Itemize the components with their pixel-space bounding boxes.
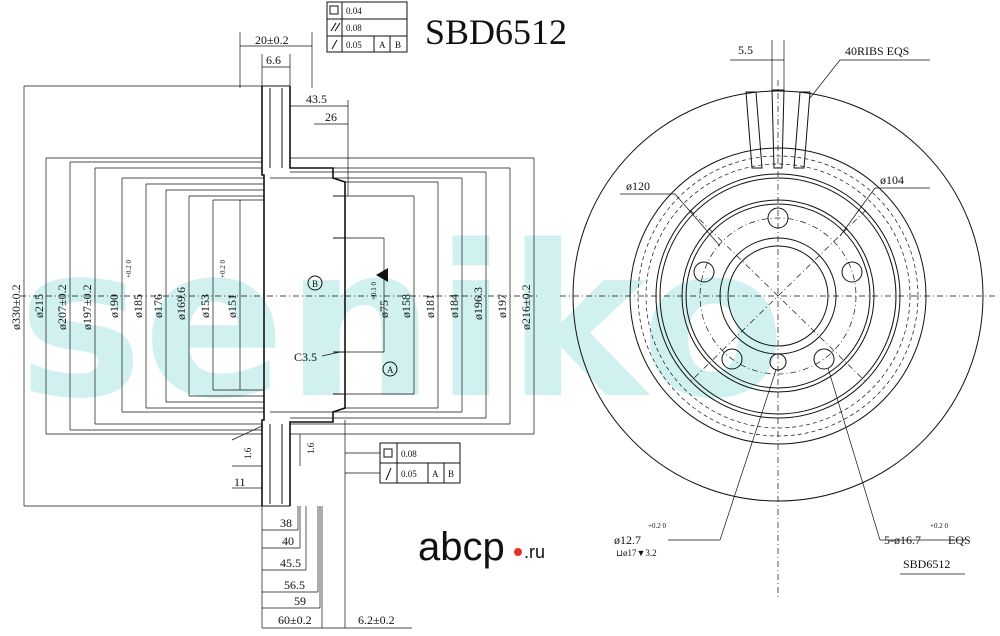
bolt-hole — [813, 348, 835, 370]
dim-width-small: 6.6 — [266, 53, 281, 67]
dim-d169-6: ø169.6 — [174, 287, 188, 320]
dim-56-5: 56.5 — [284, 578, 305, 592]
flatness-value-bottom: 0.08 — [401, 449, 417, 459]
runout-icon-bottom — [385, 467, 392, 481]
bolt-hole — [841, 261, 863, 283]
dim-d185: ø185 — [131, 294, 145, 318]
tolerance-frame-top: 0.04 0.08 0.05 A B — [326, 1, 408, 53]
datum-a-ref-bottom: A — [432, 469, 439, 479]
flatness-icon-bottom — [383, 448, 393, 458]
left-diameter-dims: ø330±0.2 ø215 ø207±0.2 ø197±0.2 ø190 ø18… — [9, 85, 264, 507]
datum-b-ref-bottom: B — [448, 469, 454, 479]
dim-d184: ø184 — [447, 294, 461, 318]
dim-6-2: 6.2±0.2 — [358, 613, 395, 627]
abcp-logo: abcp .ru — [418, 525, 545, 569]
datum-b-marker — [307, 275, 323, 291]
holes-big-suffix: EQS — [948, 533, 971, 547]
tol-d151: +0.2 0 — [219, 260, 227, 278]
holes-big-tol: +0.2 0 — [930, 522, 948, 530]
dim-40: 40 — [282, 534, 294, 548]
hole-small-tol: +0.2 0 — [648, 522, 666, 530]
dim-rib-width: 5.5 — [738, 43, 753, 57]
tol-d75: +0.1 0 — [370, 282, 378, 300]
dim-d176: ø176 — [151, 294, 165, 318]
parallelism-icon — [330, 22, 337, 32]
dim-d75: ø75 — [377, 300, 391, 318]
dim-d330: ø330±0.2 — [9, 284, 23, 330]
dim-43-5: 43.5 — [306, 92, 327, 106]
dim-d207: ø207±0.2 — [55, 284, 69, 330]
dim-d120: ø120 — [626, 179, 650, 193]
holes-big-label: 5-ø16.7 — [884, 533, 921, 547]
bolt-hole — [721, 348, 743, 370]
dim-59: 59 — [294, 594, 306, 608]
runout-value: 0.05 — [346, 40, 362, 50]
dim-60: 60±0.2 — [278, 613, 312, 627]
dim-45-5: 45.5 — [280, 556, 301, 570]
dim-d153: ø153 — [198, 294, 212, 318]
right-diameter-dims: ø75 +0.1 0 ø158 ø181 ø184 ø196.3 ø197 ø2… — [290, 157, 535, 435]
dim-d104: ø104 — [880, 173, 904, 187]
bottom-dimensions: 38 40 45.5 56.5 59 60±0.2 6.2±0.2 — [261, 420, 412, 629]
datum-a-label: A — [387, 365, 394, 375]
bolt-hole — [693, 261, 715, 283]
flatness-icon — [329, 5, 339, 15]
datum-a-marker — [382, 361, 398, 377]
dim-d216: ø216±0.2 — [519, 284, 533, 330]
ribs-note: 40RIBS EQS — [845, 44, 909, 58]
dim-d197: ø197 — [495, 294, 509, 318]
dim-d196-3: ø196.3 — [471, 287, 485, 320]
dim-d197: ø197±0.2 — [80, 284, 94, 330]
logo-text: abcp — [418, 525, 505, 569]
part-title: SBD6512 — [425, 12, 567, 52]
datum-arrow-icon — [376, 268, 388, 282]
dim-38: 38 — [280, 516, 292, 530]
angle-label-right: 1.6 — [306, 442, 316, 454]
flatness-value: 0.04 — [346, 6, 362, 16]
datum-b-ref: B — [395, 40, 401, 50]
parallelism-value: 0.08 — [346, 23, 362, 33]
dim-d215: ø215 — [32, 294, 46, 318]
datum-a-ref: A — [379, 40, 386, 50]
chamfer-label: C3.5 — [294, 350, 317, 364]
angle-label-left: 1.6 — [243, 447, 253, 459]
dim-26: 26 — [325, 110, 337, 124]
hole-counterbore: ⊔ø17▼3.2 — [616, 548, 657, 558]
runout-icon — [331, 39, 338, 50]
dim-d190: ø190 — [107, 294, 121, 318]
dim-d151: ø151 — [225, 294, 239, 318]
tol-d185: +0.2 0 — [125, 260, 133, 278]
logo-suffix: .ru — [524, 542, 545, 562]
dim-d181: ø181 — [423, 294, 437, 318]
dim-11: 11 — [234, 475, 246, 489]
dim-d158: ø158 — [399, 294, 413, 318]
part-number-bottom: SBD6512 — [903, 557, 950, 571]
top-dimensions: 20±0.2 6.6 43.5 26 — [239, 32, 349, 196]
front-view: 5.5 40RIBS EQS ø120 ø104 ø12.7 +0.2 0 ⊔ø… — [560, 40, 995, 600]
dim-width-total: 20±0.2 — [255, 33, 289, 47]
logo-dot-icon — [514, 548, 522, 556]
runout-value-bottom: 0.05 — [401, 469, 417, 479]
tolerance-frame-bottom: 0.08 0.05 A B — [345, 442, 461, 484]
datum-b-label: B — [312, 279, 318, 289]
hole-small-label: ø12.7 — [614, 533, 641, 547]
